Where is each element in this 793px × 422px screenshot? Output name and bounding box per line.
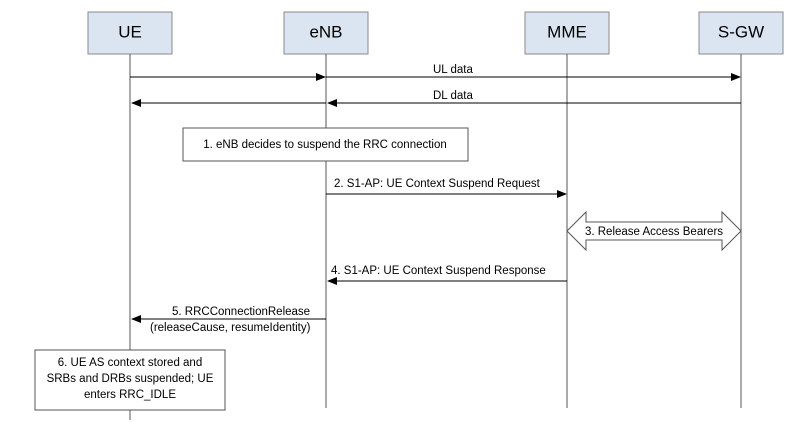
step6-note: 6. UE AS context stored and SRBs and DRB… [34,349,226,411]
step4-label: 4. S1-AP: UE Context Suspend Response [331,265,546,277]
step6-note-line3: enters RRC_IDLE [84,389,176,401]
step2-label: 2. S1-AP: UE Context Suspend Request [334,178,541,190]
entity-mme-label: MME [547,22,587,41]
entity-enb-label: eNB [309,22,342,41]
step1-note: 1. eNB decides to suspend the RRC connec… [182,127,469,162]
step5-label-line2: (releaseCause, resumeIdentity) [150,322,311,334]
dl-data-label: DL data [433,90,473,102]
entity-ue: UE [87,11,173,55]
step6-note-line2: SRBs and DRBs suspended; UE [47,373,214,385]
step3-label: 3. Release Access Bearers [585,226,723,238]
entity-ue-label: UE [118,22,142,41]
step1-note-text: 1. eNB decides to suspend the RRC connec… [203,139,447,151]
entity-sgw: S-GW [698,11,784,55]
step6-note-line1: 6. UE AS context stored and [58,357,202,369]
step5-label-line1: 5. RRCConnectionRelease [172,306,310,318]
entity-mme: MME [524,11,610,55]
step3-double-arrow: 3. Release Access Bearers [566,210,742,252]
ul-data-label: UL data [433,64,473,76]
entity-sgw-label: S-GW [718,22,764,41]
entity-enb: eNB [283,11,369,55]
